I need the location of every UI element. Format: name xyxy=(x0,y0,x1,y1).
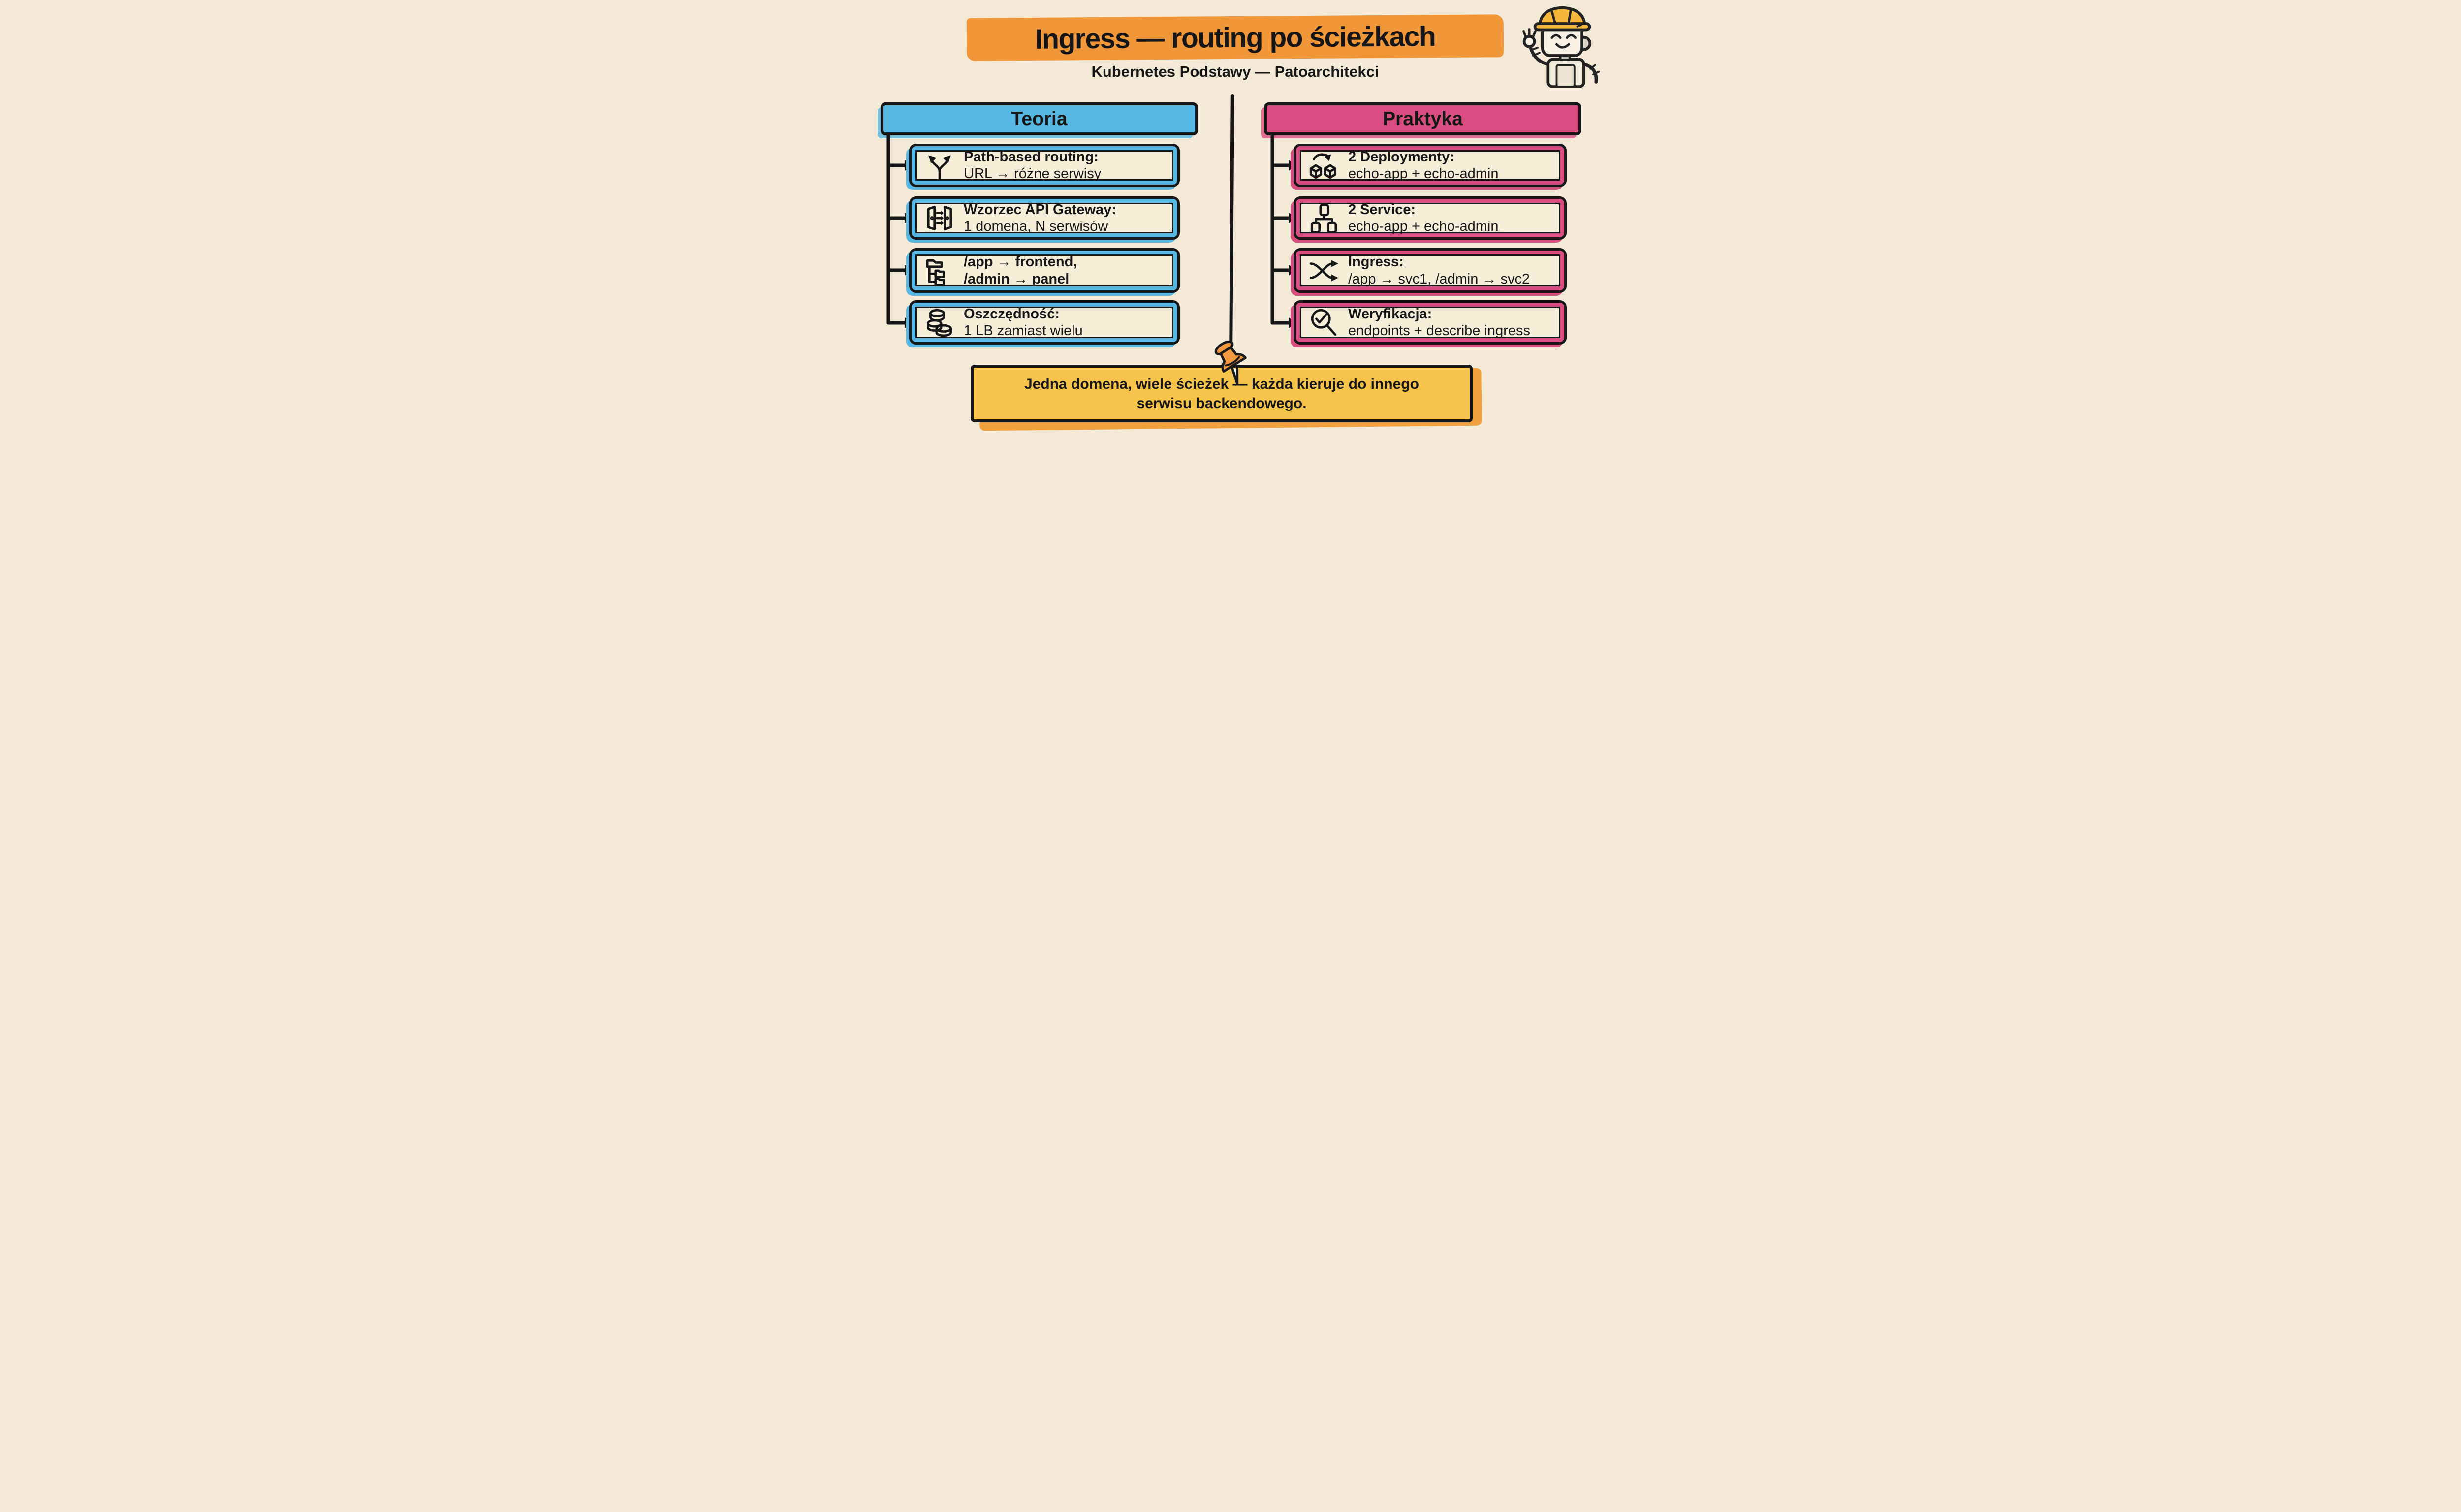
card-title: Ingress: xyxy=(1348,254,1404,270)
shuffle-arrows-icon xyxy=(1309,255,1339,286)
magnifier-check-icon xyxy=(1309,307,1339,338)
card-detail: /app → svc1, /admin → svc2 xyxy=(1348,271,1530,287)
service-hierarchy-icon xyxy=(1309,203,1339,234)
praktyka-card-verification: Weryfikacja: endpoints + describe ingres… xyxy=(1294,300,1567,345)
card-detail: 1 LB zamiast wielu xyxy=(964,323,1083,339)
teoria-card-savings: Oszczędność: 1 LB zamiast wielu xyxy=(909,300,1180,345)
praktyka-card-deployments: 2 Deploymenty: echo-app + echo-admin xyxy=(1294,144,1567,187)
praktyka-connector-arrows xyxy=(1270,135,1297,328)
summary-line-1: Jedna domena, wiele ścieżek — każda kier… xyxy=(1024,376,1419,392)
deployments-boxes-icon xyxy=(1309,150,1339,181)
card-title: /app → frontend, xyxy=(964,254,1077,270)
summary-line-2: serwisu backendowego. xyxy=(1136,395,1307,411)
card-title: Wzorzec API Gateway: xyxy=(964,201,1116,218)
teoria-card-path-based-routing: Path-based routing: URL → różne serwisy xyxy=(909,144,1180,187)
card-title: Weryfikacja: xyxy=(1348,306,1432,322)
column-divider xyxy=(1229,94,1234,348)
summary-note: Jedna domena, wiele ścieżek — każda kier… xyxy=(971,365,1473,422)
robot-hardhat-waving-icon xyxy=(1522,6,1600,88)
coins-icon xyxy=(924,307,955,338)
teoria-card-paths-mapping: /app → frontend, /admin → panel xyxy=(909,248,1180,293)
card-title: 2 Deploymenty: xyxy=(1348,149,1454,165)
card-title: Path-based routing: xyxy=(964,149,1099,165)
card-detail: echo-app + echo-admin xyxy=(1348,166,1499,182)
doors-gateway-icon xyxy=(924,203,955,233)
praktyka-card-services: 2 Service: echo-app + echo-admin xyxy=(1294,196,1567,240)
card-detail: echo-app + echo-admin xyxy=(1348,219,1499,234)
card-detail: 1 domena, N serwisów xyxy=(964,219,1108,234)
card-detail: URL → różne serwisy xyxy=(964,166,1102,182)
fork-arrows-icon xyxy=(924,150,955,181)
column-header-praktyka: Praktyka xyxy=(1264,102,1581,135)
teoria-card-api-gateway: Wzorzec API Gateway: 1 domena, N serwisó… xyxy=(909,196,1180,240)
card-title: 2 Service: xyxy=(1348,201,1416,218)
folder-tree-icon xyxy=(924,255,955,286)
praktyka-card-ingress-rules: Ingress: /app → svc1, /admin → svc2 xyxy=(1294,248,1567,293)
page-title: Ingress — routing po ścieżkach xyxy=(1035,20,1436,55)
column-header-teoria: Teoria xyxy=(881,102,1198,135)
card-detail: endpoints + describe ingress xyxy=(1348,323,1530,339)
title-highlight: Ingress — routing po ścieżkach xyxy=(966,14,1504,61)
teoria-title: Teoria xyxy=(1011,108,1068,129)
card-title: Oszczędność: xyxy=(964,306,1060,322)
praktyka-title: Praktyka xyxy=(1383,108,1463,129)
card-detail: /admin → panel xyxy=(964,271,1070,287)
infographic-canvas: Ingress — routing po ścieżkach Kubernete… xyxy=(845,0,1616,431)
page-subtitle: Kubernetes Podstawy — Patoarchitekci xyxy=(1091,63,1379,80)
pushpin-icon xyxy=(1214,340,1247,385)
